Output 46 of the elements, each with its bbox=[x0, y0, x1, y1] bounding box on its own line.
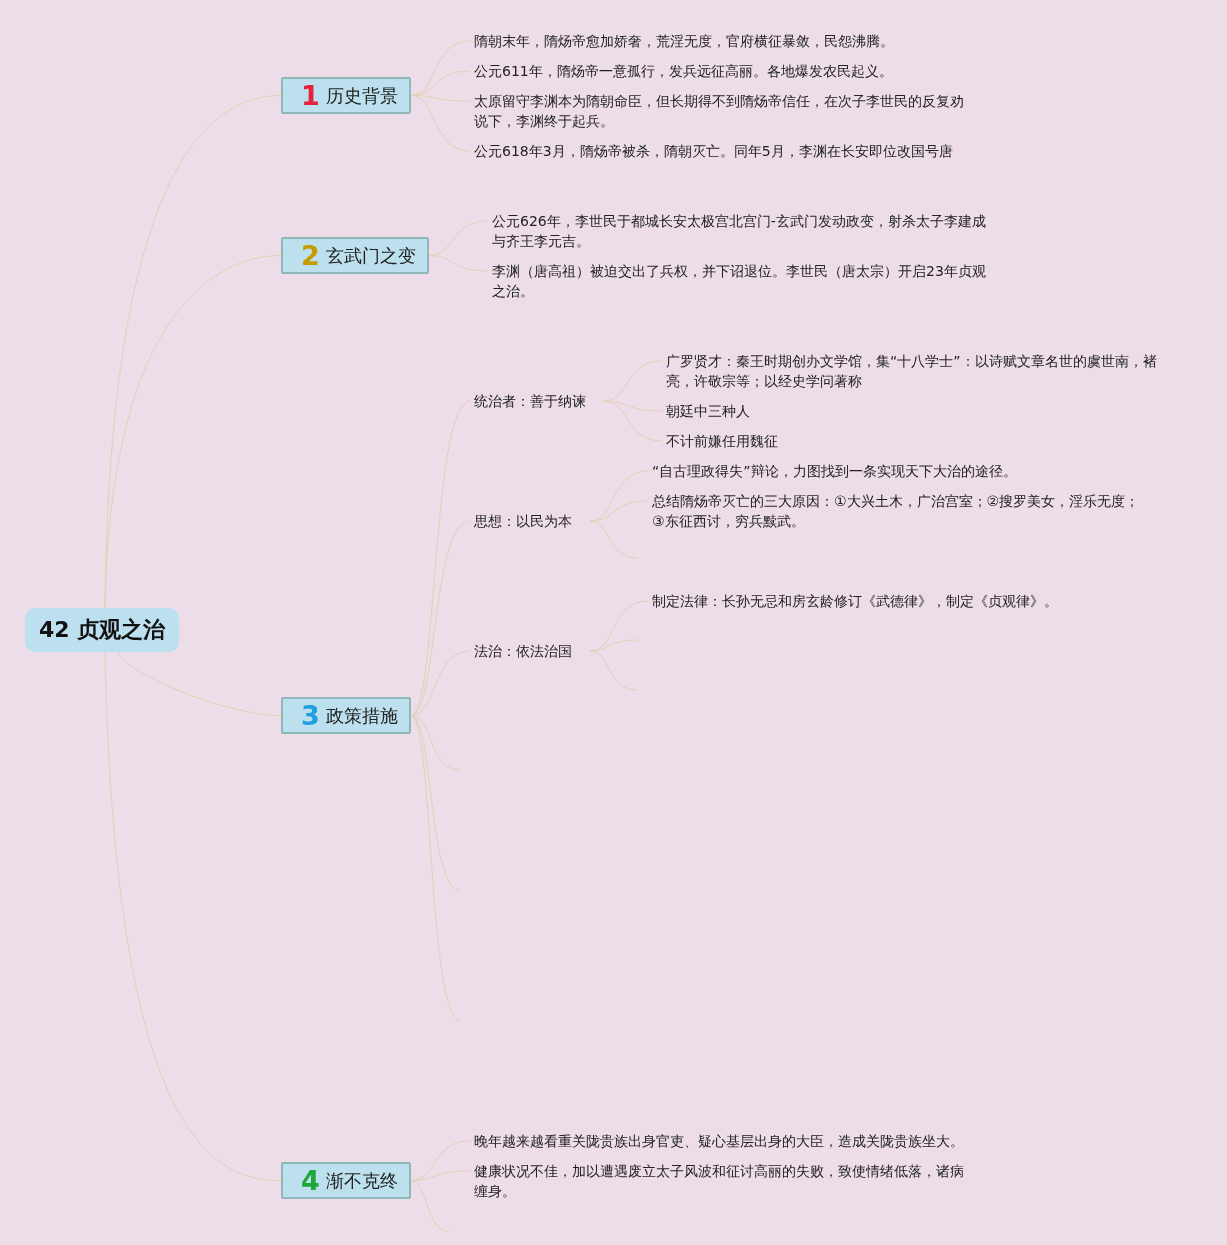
root-topic: 42 贞观之治 bbox=[25, 608, 180, 652]
branch-line bbox=[603, 400, 663, 442]
topic-text: 朝廷中三种人 bbox=[666, 401, 866, 421]
topic-text: “自古理政得失”辩论，力图找到一条实现天下大治的途径。 bbox=[652, 461, 1172, 481]
branch-line bbox=[410, 715, 461, 1021]
topic-text: 晚年越来越看重关陇贵族出身官吏、疑心基层出身的大臣，造成关陇贵族坐大。 bbox=[474, 1131, 1034, 1151]
branch-line bbox=[589, 520, 638, 559]
topic-text: 广罗贤才：秦王时期创办文学馆，集“十八学士”：以诗赋文章名世的虞世南，褚亮，许敬宗等；以经史学问著称 bbox=[666, 351, 1164, 391]
topic-title: 政策措施 bbox=[325, 703, 398, 728]
topic-number: 4 bbox=[301, 1165, 320, 1196]
topic-text: 公元626年，李世民于都城长安太极宫北宫门-玄武门发动政变，射杀太子李建成与齐王李元吉。 bbox=[492, 211, 990, 251]
branch-line bbox=[410, 715, 461, 771]
topic-number: 3 bbox=[301, 700, 320, 731]
topic-title: 渐不克终 bbox=[325, 1168, 398, 1193]
topic-text: 李渊（唐高祖）被迫交出了兵权，并下诏退位。李世民（唐太宗）开启23年贞观之治。 bbox=[492, 261, 990, 301]
branch-line bbox=[410, 1180, 451, 1233]
branch-line bbox=[104, 651, 282, 1181]
topic-text: 不计前嫌任用魏征 bbox=[666, 431, 866, 451]
branch-line bbox=[410, 650, 471, 716]
topic-title: 历史背景 bbox=[325, 83, 398, 108]
topic-text: 统治者：善于纳谏 bbox=[474, 391, 604, 411]
branch-line bbox=[589, 650, 638, 691]
branch-line bbox=[603, 400, 663, 412]
topic-title: 玄武门之变 bbox=[325, 243, 416, 268]
branch-line bbox=[117, 651, 282, 716]
topic-number: 2 bbox=[301, 240, 320, 271]
branch-line bbox=[589, 500, 649, 522]
branch-line bbox=[428, 255, 489, 272]
topic-number: 1 bbox=[301, 80, 320, 111]
topic-text: 隋朝末年，隋炀帝愈加娇奢，荒淫无度，官府横征暴敛，民怨沸腾。 bbox=[474, 31, 1034, 51]
branch-line bbox=[410, 95, 471, 152]
topic-box bbox=[281, 697, 411, 734]
topic-text: 法治：依法治国 bbox=[474, 641, 604, 661]
topic-text: 总结隋炀帝灭亡的三大原因：①大兴土木，广治宫室；②搜罗美女，淫乐无度；③东征西讨，穷兵黩武。 bbox=[652, 491, 1150, 531]
topic-box bbox=[281, 1162, 411, 1199]
topic-box bbox=[281, 237, 429, 274]
topic-text: 思想：以民为本 bbox=[474, 511, 604, 531]
branch-line bbox=[589, 639, 638, 652]
topic-text: 公元618年3月，隋炀帝被杀，隋朝灭亡。同年5月，李渊在长安即位改国号唐 bbox=[474, 141, 1034, 161]
topic-text: 健康状况不佳，加以遭遇废立太子风波和征讨高丽的失败，致使情绪低落，诸病缠身。 bbox=[474, 1161, 972, 1201]
topic-box bbox=[281, 77, 411, 114]
topic-text: 公元611年，隋炀帝一意孤行，发兵远征高丽。各地爆发农民起义。 bbox=[474, 61, 1034, 81]
branch-line bbox=[410, 400, 471, 716]
topic-text: 太原留守李渊本为隋朝命臣，但长期得不到隋炀帝信任，在次子李世民的反复劝说下，李渊终于起兵。 bbox=[474, 91, 972, 131]
topic-text: 制定法律：长孙无忌和房玄龄修订《武德律》，制定《贞观律》。 bbox=[652, 591, 1172, 611]
branch-line bbox=[104, 255, 282, 609]
